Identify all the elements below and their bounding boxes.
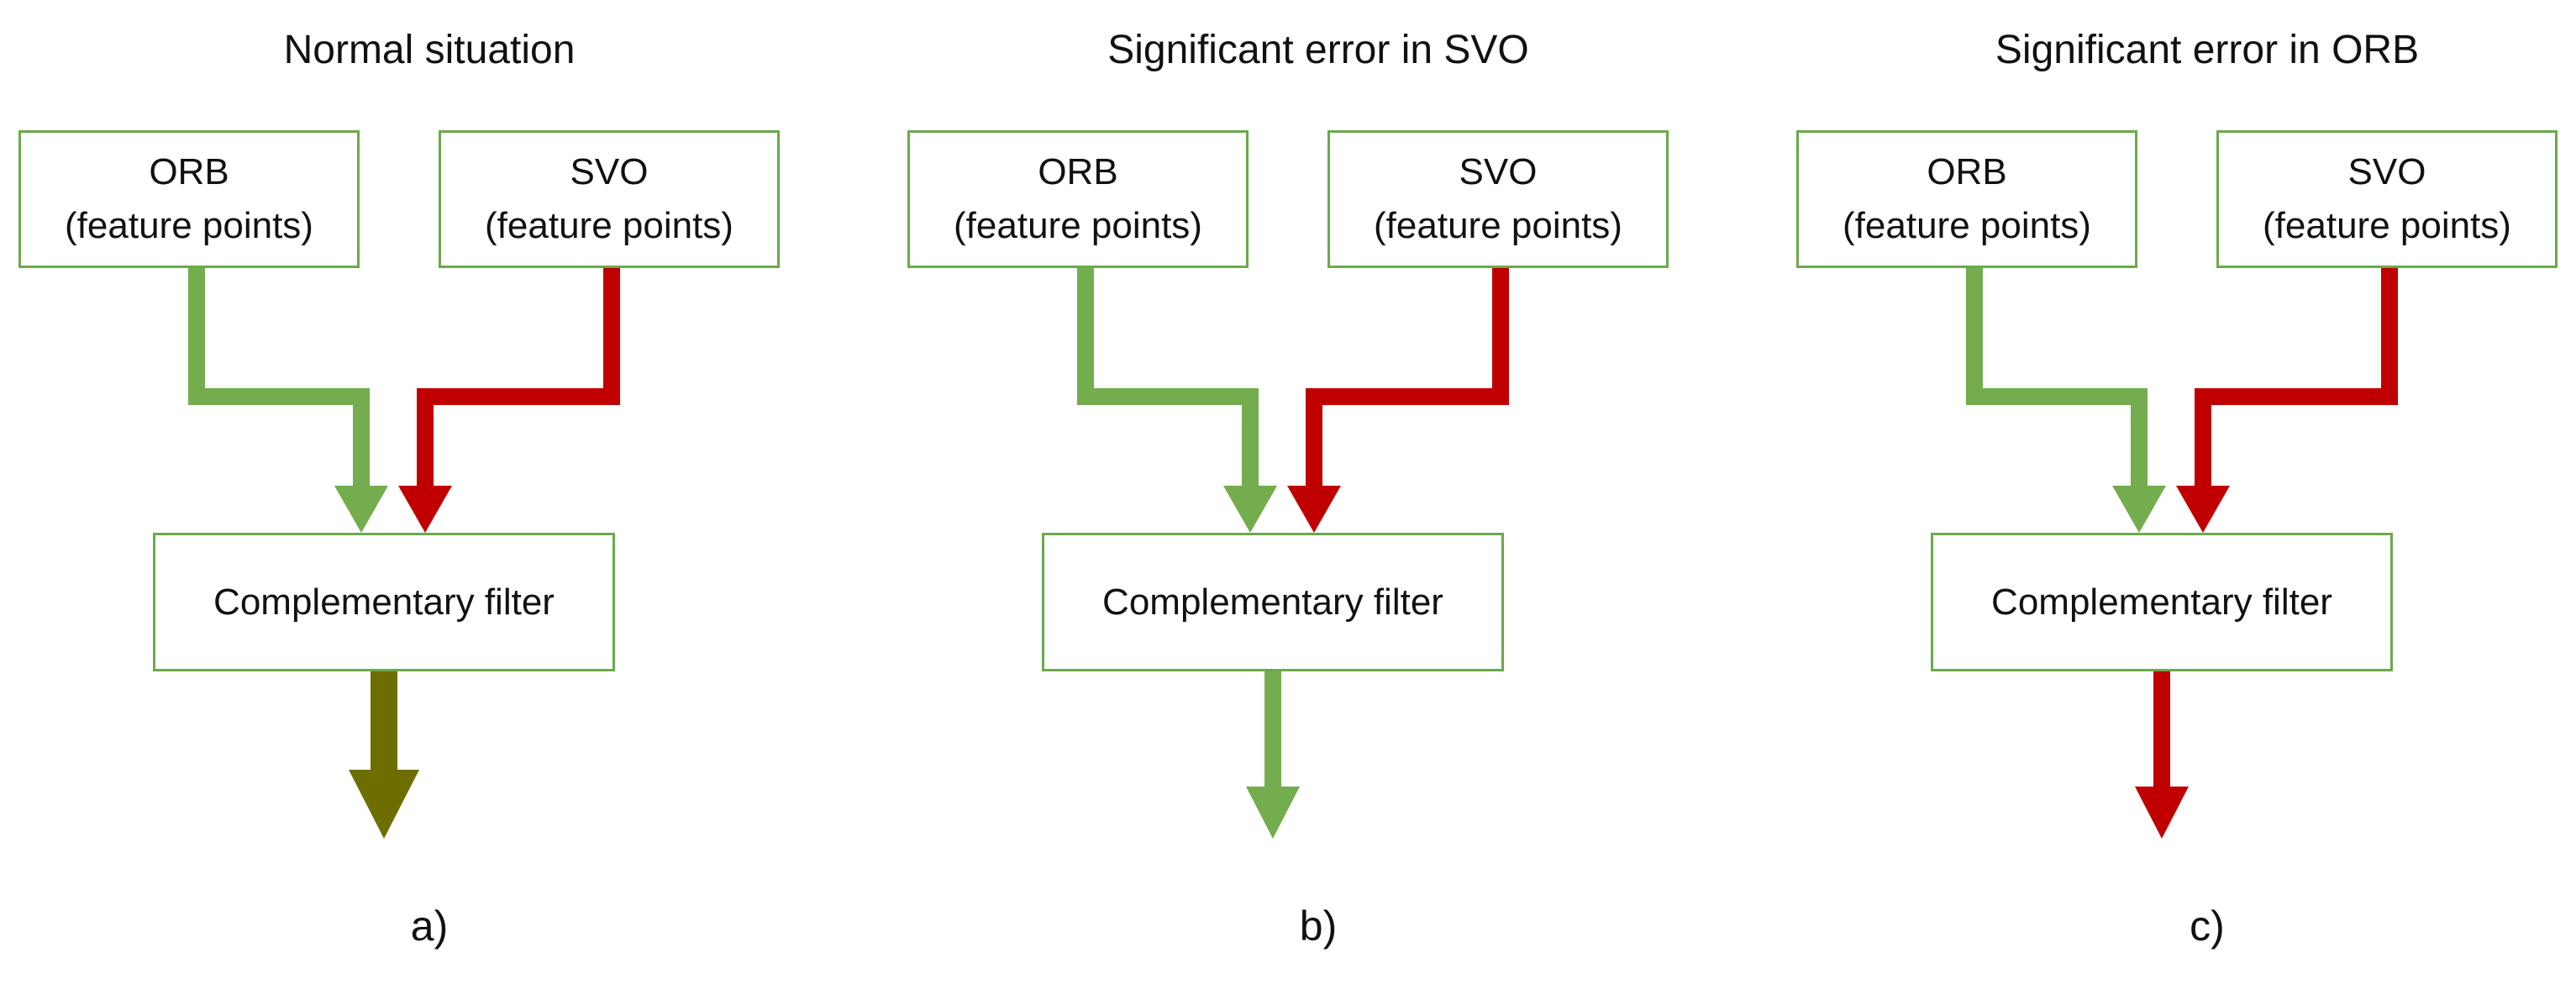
svo-arrow-head (398, 486, 452, 533)
orb-box: ORB (feature points) (907, 130, 1249, 268)
panel-label: b) (1299, 902, 1338, 950)
complementary-filter-box: Complementary filter (1042, 533, 1504, 671)
orb-box-name: ORB (1927, 151, 2007, 192)
panel-label: a) (410, 902, 449, 950)
orb-box-name: ORB (1038, 151, 1118, 192)
filter-output-arrow-head (349, 770, 419, 839)
complementary-filter-box: Complementary filter (153, 533, 615, 671)
svo-box-subtitle: (feature points) (2263, 205, 2511, 246)
panel-label: c) (2190, 902, 2225, 950)
panel-c: Significant error in ORB ORB (feature po… (1778, 0, 2576, 984)
svo-box-subtitle: (feature points) (485, 205, 733, 246)
filter-label: Complementary filter (1991, 581, 2332, 623)
orb-to-filter-arrow (1077, 268, 1259, 489)
orb-arrow-head (1223, 486, 1277, 533)
svo-box-name: SVO (2347, 151, 2426, 192)
filter-label: Complementary filter (213, 581, 555, 623)
svo-to-filter-arrow (417, 268, 620, 489)
orb-box-name: ORB (149, 151, 229, 192)
panel-b: Significant error in SVO ORB (feature po… (889, 0, 1748, 984)
svo-box: SVO (feature points) (439, 130, 780, 268)
complementary-filter-box: Complementary filter (1931, 533, 2393, 671)
svo-to-filter-arrow (2195, 268, 2398, 489)
panel-title: Normal situation (283, 28, 576, 72)
svo-box: SVO (feature points) (1327, 130, 1669, 268)
orb-box-subtitle: (feature points) (954, 205, 1202, 246)
filter-label: Complementary filter (1102, 581, 1443, 623)
orb-box-subtitle: (feature points) (65, 205, 313, 246)
filter-output-arrow-head (1246, 787, 1300, 839)
svo-box-name: SVO (570, 151, 649, 192)
orb-box-subtitle: (feature points) (1843, 205, 2091, 246)
svo-box-subtitle: (feature points) (1374, 205, 1622, 246)
svo-to-filter-arrow (1306, 268, 1509, 489)
orb-box: ORB (feature points) (18, 130, 360, 268)
orb-arrow-head (334, 486, 388, 533)
orb-arrow-head (2112, 486, 2166, 533)
svo-box-name: SVO (1459, 151, 1538, 192)
filter-output-arrow-head (2135, 787, 2189, 839)
panel-title: Significant error in ORB (1995, 28, 2420, 72)
svo-box: SVO (feature points) (2216, 130, 2558, 268)
svo-arrow-head (2176, 486, 2230, 533)
orb-to-filter-arrow (1966, 268, 2148, 489)
panel-a: Normal situation ORB (feature points) SV… (0, 0, 859, 984)
svo-arrow-head (1287, 486, 1341, 533)
panel-title: Significant error in SVO (1107, 28, 1529, 72)
orb-to-filter-arrow (188, 268, 370, 489)
orb-box: ORB (feature points) (1796, 130, 2137, 268)
